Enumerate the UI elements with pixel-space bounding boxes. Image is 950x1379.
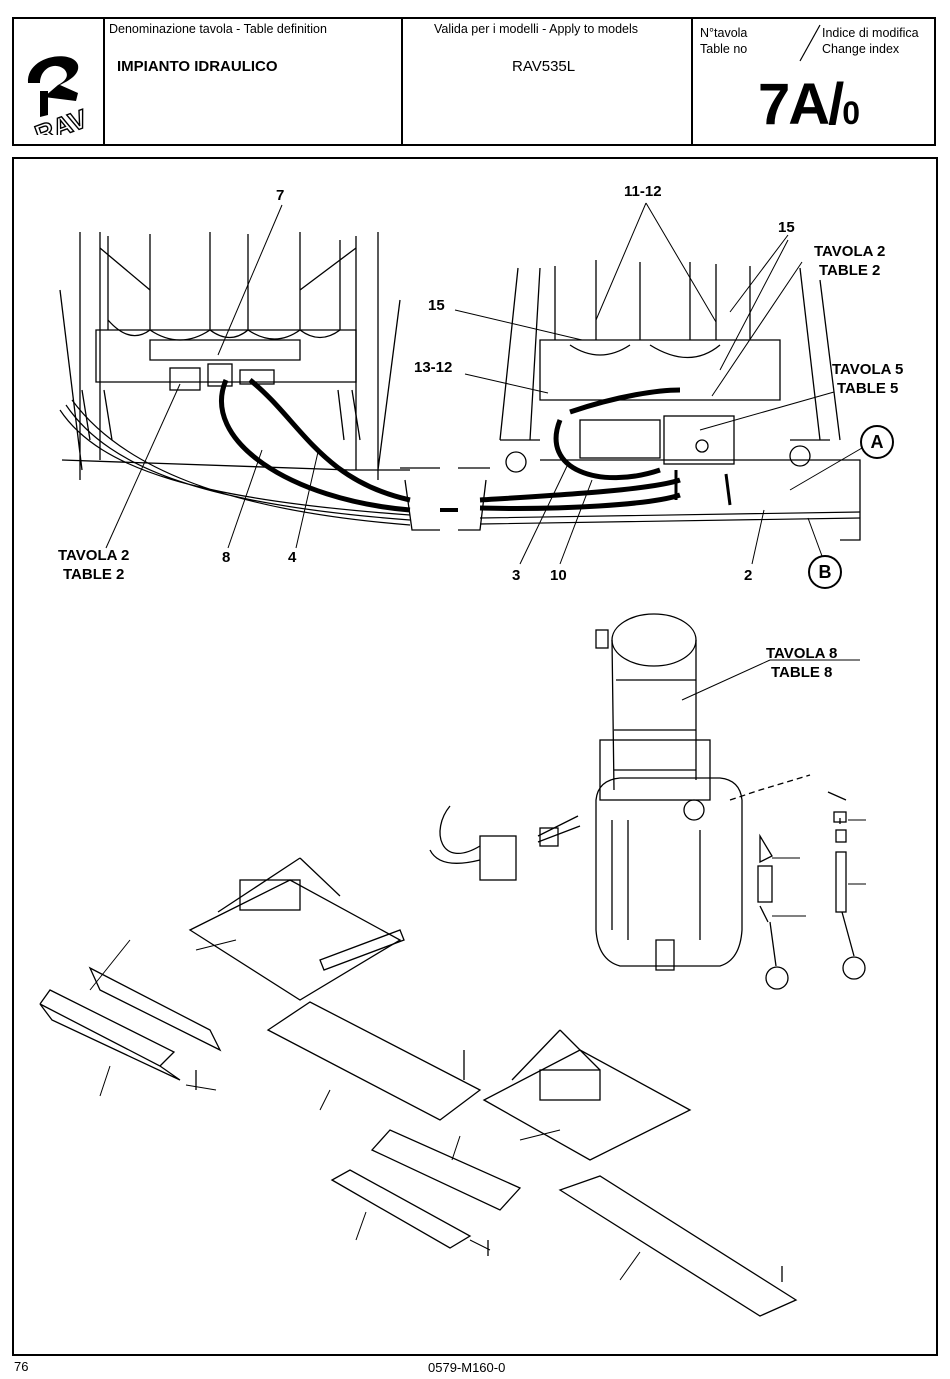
callout-13-12: 13-12 — [414, 358, 452, 377]
ref-table-2-right: TAVOLA 2 TABLE 2 — [814, 242, 885, 280]
callout-2: 2 — [744, 566, 752, 585]
page-number: 76 — [14, 1359, 28, 1374]
ref-table-8-en: TABLE 8 — [766, 663, 837, 682]
ref-table-2-left-en: TABLE 2 — [58, 565, 129, 584]
ref-table-5: TAVOLA 5 TABLE 5 — [832, 360, 903, 398]
left-cylinder-assembly — [60, 232, 410, 480]
ref-table-2-right-it: TAVOLA 2 — [814, 242, 885, 261]
callout-8: 8 — [222, 548, 230, 567]
power-pack — [596, 614, 742, 970]
ref-table-5-en: TABLE 5 — [832, 379, 903, 398]
ref-table-2-right-en: TABLE 2 — [814, 261, 885, 280]
callout-10: 10 — [550, 566, 567, 585]
callout-3: 3 — [512, 566, 520, 585]
ref-table-8: TAVOLA 8 TABLE 8 — [766, 644, 837, 682]
callout-15-top: 15 — [778, 218, 795, 237]
callout-11-12: 11-12 — [624, 182, 662, 201]
circle-marker-a: A — [860, 425, 894, 459]
document-code: 0579-M160-0 — [428, 1360, 505, 1375]
circle-marker-b: B — [808, 555, 842, 589]
callout-7: 7 — [276, 186, 284, 205]
ground-plates — [40, 858, 796, 1316]
ref-table-8-it: TAVOLA 8 — [766, 644, 837, 663]
ref-table-5-it: TAVOLA 5 — [832, 360, 903, 379]
callout-4: 4 — [288, 548, 296, 567]
ref-table-2-left: TAVOLA 2 TABLE 2 — [58, 546, 129, 584]
ref-table-2-left-it: TAVOLA 2 — [58, 546, 129, 565]
callout-15-left: 15 — [428, 296, 445, 315]
